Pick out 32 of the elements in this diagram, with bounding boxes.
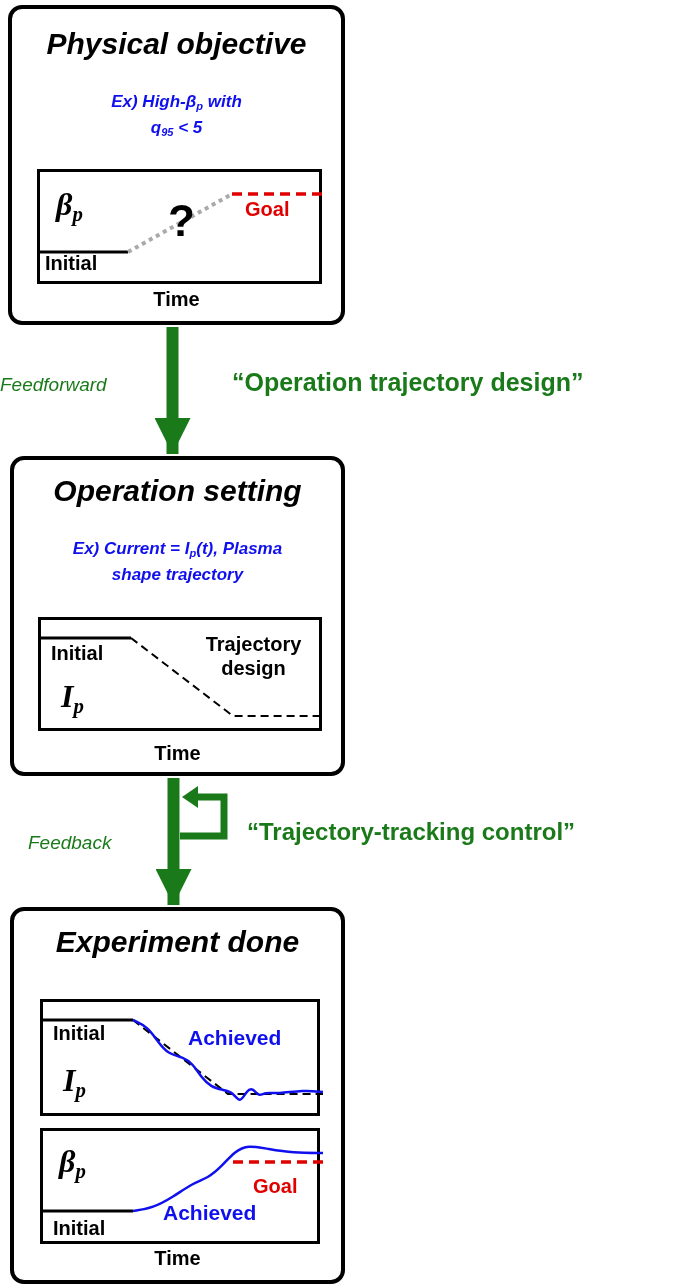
curve-label: Initial: [51, 642, 104, 665]
axis-label: Time: [153, 742, 202, 765]
curve-label: Goal: [245, 198, 290, 221]
stage-title: Physical objective: [45, 27, 308, 61]
section-heading: “Operation trajectory design”: [232, 368, 584, 397]
stage-box: [10, 907, 345, 1284]
stage-title: Experiment done: [54, 925, 301, 959]
curve-label: Achieved: [163, 1201, 257, 1225]
axis-label: Time: [152, 288, 201, 311]
stage-box: [8, 5, 345, 325]
example-text: Ex) Current = I$_{p}$(t), Plasma shape trajectory: [71, 538, 284, 586]
curve-label: Initial: [45, 252, 98, 275]
section-heading: “Trajectory-tracking control”: [247, 818, 576, 846]
example-text: Ex) High-β$_{p}$ with q$_{95}$ < 5: [110, 91, 243, 141]
symbol-label: β$_{p}$: [56, 186, 83, 227]
symbol-label: I$_{p}$: [63, 1062, 86, 1103]
arrow: [155, 778, 192, 905]
curve-label: Initial: [53, 1217, 106, 1240]
arrow: [154, 327, 191, 454]
stage-box: [10, 456, 345, 776]
symbol-label: β$_{p}$: [59, 1143, 86, 1184]
plot-frame: [40, 1128, 320, 1244]
question-mark: ?: [168, 196, 195, 246]
axis-label: Time: [153, 1247, 202, 1270]
symbol-label: I$_{p}$: [61, 678, 84, 719]
curve-label: Trajectory design: [204, 632, 303, 680]
curve-label: Goal: [253, 1175, 298, 1198]
curve-label: Achieved: [188, 1026, 282, 1050]
curve-label: Initial: [53, 1022, 106, 1045]
plot-frame: [37, 169, 322, 284]
stage-title: Operation setting: [52, 474, 303, 508]
plot-frame: [38, 617, 322, 731]
